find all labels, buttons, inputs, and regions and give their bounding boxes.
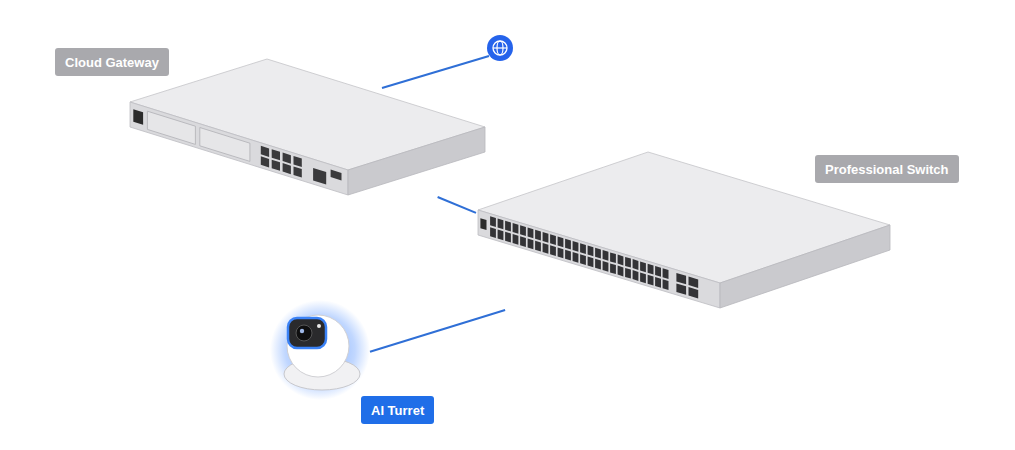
ethernet-port xyxy=(565,250,571,261)
ethernet-port xyxy=(588,246,594,257)
ethernet-port xyxy=(513,234,519,245)
ethernet-port xyxy=(498,218,504,229)
ethernet-port xyxy=(565,239,571,250)
power-port xyxy=(133,109,143,125)
device-illustration xyxy=(128,55,488,197)
ethernet-port xyxy=(573,252,579,263)
ethernet-port xyxy=(558,237,564,248)
ethernet-port xyxy=(513,223,519,234)
drive-bay xyxy=(200,128,250,162)
ethernet-port xyxy=(648,264,654,275)
ethernet-port xyxy=(272,160,280,171)
ethernet-port xyxy=(640,272,646,283)
ethernet-port xyxy=(595,248,601,259)
ethernet-port xyxy=(261,146,269,157)
ethernet-port xyxy=(618,255,624,266)
ethernet-port xyxy=(633,270,639,281)
network-cable xyxy=(370,310,505,352)
ethernet-port xyxy=(573,241,579,252)
camera-led xyxy=(317,324,321,328)
ethernet-port xyxy=(543,232,549,243)
device-label: AI Turret xyxy=(371,403,424,418)
ethernet-port xyxy=(490,216,496,227)
switch-side xyxy=(720,225,890,308)
ethernet-port xyxy=(558,248,564,259)
ethernet-port xyxy=(520,236,526,247)
ethernet-port xyxy=(588,257,594,268)
ethernet-port xyxy=(603,261,609,272)
ethernet-port xyxy=(505,232,511,243)
ethernet-port xyxy=(261,156,269,167)
ethernet-port xyxy=(655,266,661,277)
ethernet-port xyxy=(640,261,646,272)
ethernet-port xyxy=(283,163,291,174)
ethernet-port xyxy=(580,243,586,254)
ethernet-port xyxy=(294,167,302,178)
ethernet-port xyxy=(603,250,609,261)
label-pill: Professional Switch xyxy=(815,155,959,183)
power-port xyxy=(480,218,486,230)
ethernet-port xyxy=(272,149,280,160)
ethernet-port xyxy=(580,254,586,265)
globe-icon xyxy=(487,35,513,61)
camera-dome xyxy=(287,315,349,377)
ethernet-port xyxy=(618,266,624,277)
ethernet-port xyxy=(520,225,526,236)
ethernet-port xyxy=(550,245,556,256)
camera-glow xyxy=(270,300,370,400)
device-label: Cloud Gateway xyxy=(65,55,159,70)
ethernet-port xyxy=(283,153,291,164)
ethernet-port xyxy=(528,239,534,250)
sfp-port xyxy=(676,273,686,284)
ethernet-port xyxy=(625,268,631,279)
ethernet-port xyxy=(625,257,631,268)
gateway-device: Cloud Gateway xyxy=(128,55,488,197)
ethernet-port xyxy=(535,230,541,241)
sfp-port xyxy=(676,283,686,294)
ethernet-port xyxy=(498,229,504,240)
uplink-wire xyxy=(382,56,489,88)
ethernet-port xyxy=(528,228,534,239)
ethernet-port xyxy=(550,234,556,245)
ethernet-port xyxy=(663,268,669,279)
ethernet-port xyxy=(505,221,511,232)
camera-lens xyxy=(296,325,312,341)
sfp-port xyxy=(689,277,699,288)
ethernet-port xyxy=(610,252,616,263)
switch-device: Professional Switch xyxy=(476,148,892,310)
device-label: Professional Switch xyxy=(825,162,949,177)
device-illustration xyxy=(272,298,370,394)
drive-bay xyxy=(147,111,195,144)
camera-face xyxy=(288,318,326,348)
label-pill: AI Turret xyxy=(361,396,434,424)
ethernet-port xyxy=(595,259,601,270)
ethernet-port xyxy=(610,263,616,274)
ethernet-port xyxy=(655,277,661,288)
gateway-side xyxy=(348,127,485,195)
ethernet-port xyxy=(633,259,639,270)
switch-front xyxy=(478,210,720,308)
sfp-port xyxy=(331,170,342,181)
sfp-port xyxy=(689,287,699,298)
ethernet-port xyxy=(490,227,496,238)
ethernet-port xyxy=(535,241,541,252)
lens-highlight xyxy=(300,329,304,333)
label-pill: Cloud Gateway xyxy=(55,48,169,76)
ethernet-port xyxy=(294,156,302,167)
network-cable xyxy=(438,197,476,213)
camera-device: AI Turret xyxy=(272,298,370,394)
ethernet-port xyxy=(663,279,669,290)
gateway-front xyxy=(130,102,348,195)
ethernet-port xyxy=(648,275,654,286)
sfp-port xyxy=(313,168,326,185)
ethernet-port xyxy=(543,243,549,254)
